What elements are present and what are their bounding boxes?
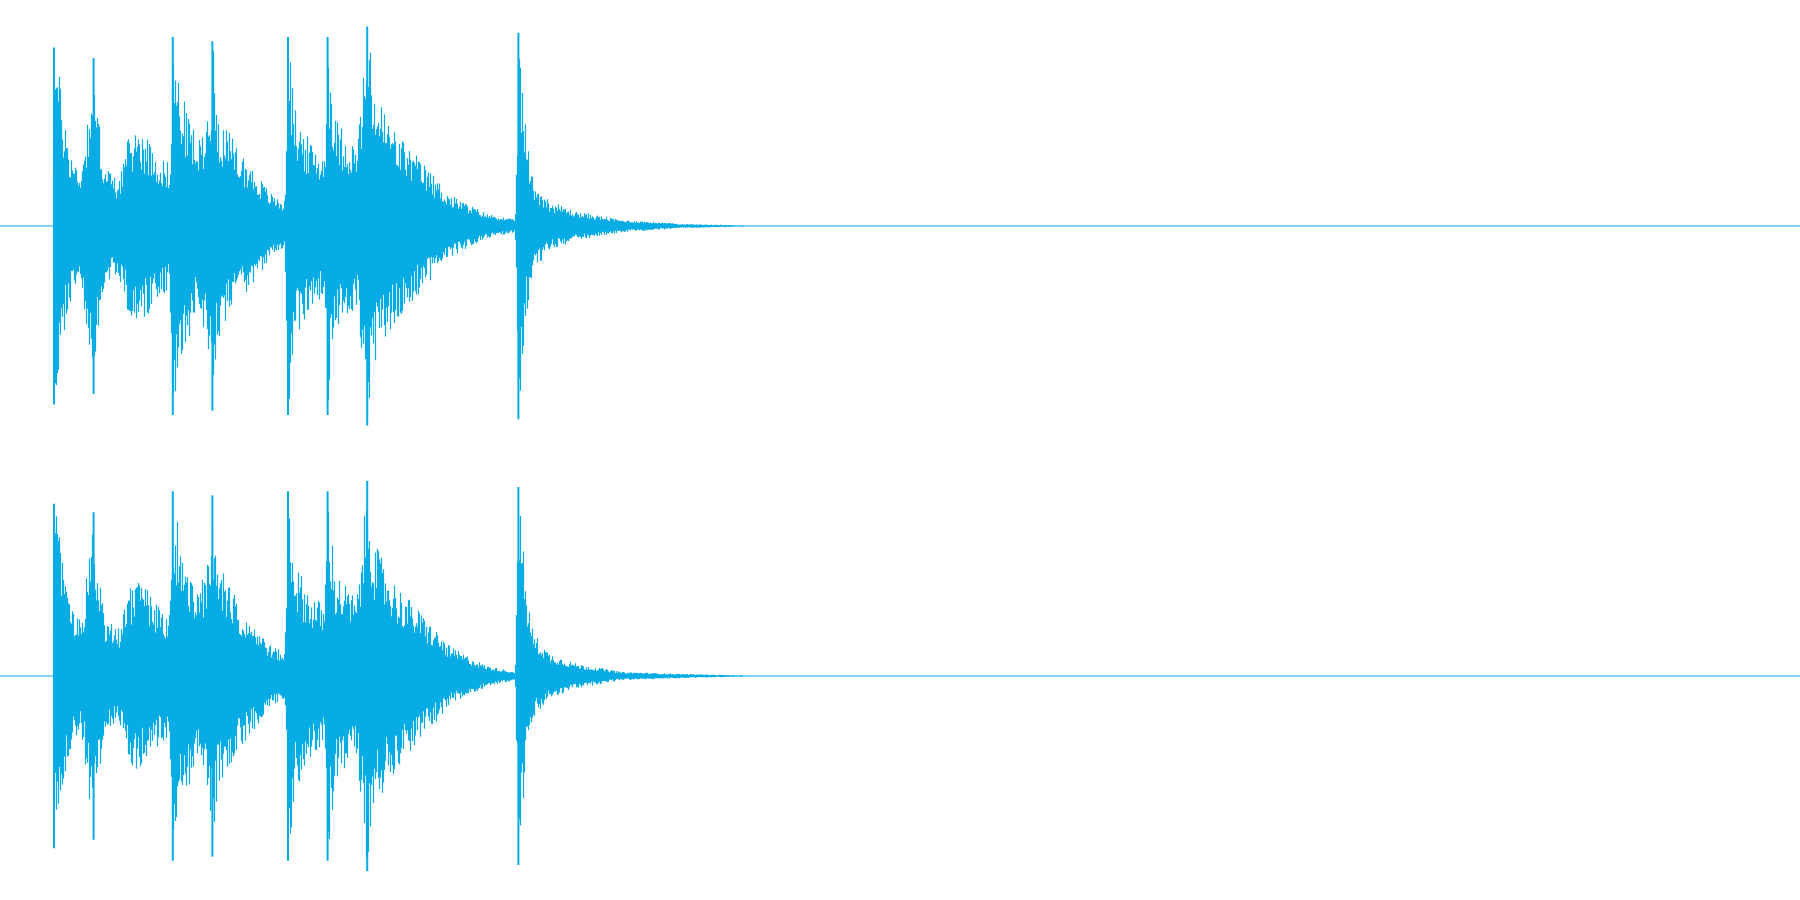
- channel-top: [0, 26, 1800, 426]
- channel-waveform: [52, 509, 758, 858]
- channel-waveform: [52, 51, 758, 415]
- channel-bottom: [0, 480, 1800, 872]
